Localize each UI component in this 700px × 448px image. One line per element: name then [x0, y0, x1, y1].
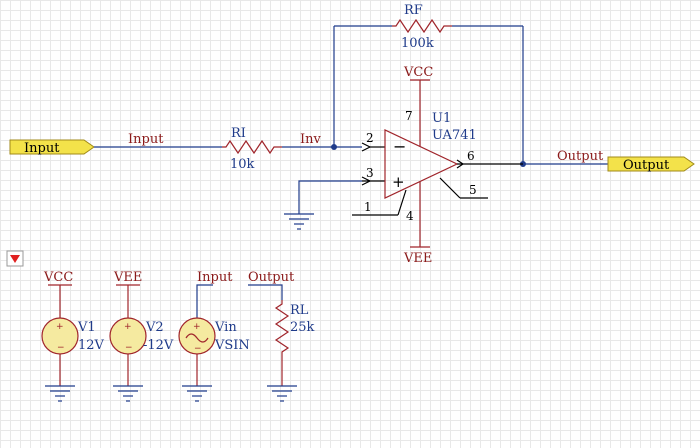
opamp-minus-sign: − — [393, 137, 406, 156]
ground-symbol-vin — [182, 385, 212, 402]
vin-designator: Vin — [214, 320, 237, 335]
output-net-label: Output — [557, 149, 604, 164]
ground-symbol-opamp — [284, 213, 314, 230]
svg-text:+: + — [124, 322, 132, 332]
ground-symbol-v1 — [45, 385, 75, 402]
svg-text:−: − — [125, 343, 133, 353]
resistor-rl[interactable]: Output RL 25k — [248, 270, 315, 386]
rl-net-label: Output — [248, 270, 295, 285]
opamp-plus-sign: + — [392, 173, 405, 191]
vin-value: VSIN — [214, 338, 250, 353]
opamp-body — [384, 129, 459, 199]
v1-value: 12V — [78, 338, 105, 353]
output-port[interactable]: Output — [607, 156, 695, 173]
u1-vee-label: VEE — [403, 251, 432, 266]
v2-net-label: VEE — [113, 270, 142, 285]
rf-designator: RF — [404, 3, 423, 18]
ri-value: 10k — [230, 157, 255, 172]
pin-1-number: 1 — [364, 200, 372, 214]
input-net-label: Input — [128, 132, 164, 147]
opamp-u1[interactable]: − + 2 3 6 7 4 1 5 U1 UA741 — [334, 80, 523, 247]
v1-net-label: VCC — [43, 270, 73, 285]
svg-text:−: − — [194, 344, 202, 354]
pin-5-number: 5 — [469, 183, 477, 197]
pin-7-number: 7 — [405, 109, 413, 123]
ri-designator: RI — [231, 126, 246, 141]
source-v2[interactable]: VEE + − V2 -12V — [109, 270, 174, 386]
inv-net-label: Inv — [300, 132, 322, 147]
vin-net-label: Input — [197, 270, 233, 285]
u1-vcc-label: VCC — [403, 65, 433, 80]
v2-value: -12V — [143, 338, 174, 353]
svg-text:−: − — [57, 343, 65, 353]
v1-designator: V1 — [77, 320, 96, 335]
resistor-rf[interactable]: RF 100k — [392, 3, 452, 51]
ground-symbol-rl — [267, 385, 297, 402]
collapse-marker-icon[interactable] — [6, 250, 24, 267]
source-v1[interactable]: VCC + − V1 12V — [41, 270, 105, 386]
noninv-ground-wire — [298, 180, 362, 214]
resistor-ri[interactable]: RI 10k — [222, 126, 282, 172]
u1-designator: U1 — [432, 111, 451, 126]
output-port-label: Output — [623, 158, 670, 173]
ground-symbol-v2 — [113, 385, 143, 402]
input-port[interactable]: Input — [9, 139, 95, 156]
source-vin[interactable]: Input + − Vin VSIN — [178, 270, 250, 386]
pin-3-number: 3 — [366, 166, 374, 180]
rl-value: 25k — [290, 320, 315, 335]
u1-part: UA741 — [432, 128, 477, 143]
v2-designator: V2 — [145, 320, 164, 335]
svg-text:+: + — [193, 322, 201, 332]
pin-6-number: 6 — [467, 149, 475, 163]
pin-4-number: 4 — [406, 209, 414, 223]
input-port-label: Input — [24, 141, 60, 156]
pin-2-number: 2 — [366, 131, 374, 145]
rl-designator: RL — [290, 303, 309, 318]
svg-text:+: + — [56, 322, 64, 332]
rf-value: 100k — [401, 36, 434, 51]
